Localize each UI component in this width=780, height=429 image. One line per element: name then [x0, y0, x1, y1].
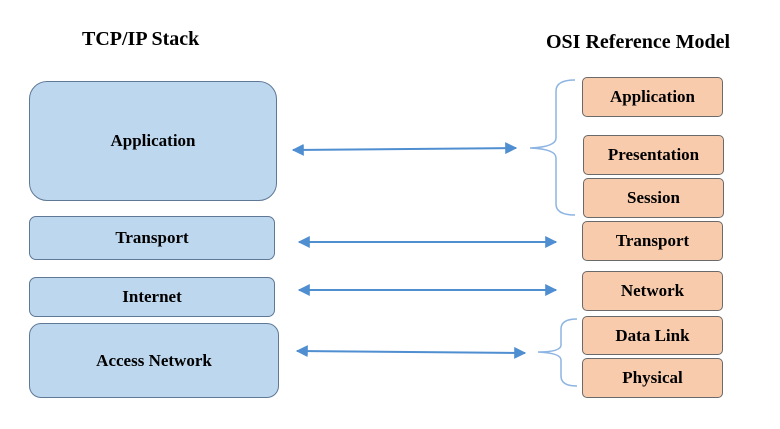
osi-layer-physical: Physical	[582, 358, 723, 398]
access-network-group-brace	[537, 318, 578, 387]
osi-layer-transport-label: Transport	[615, 231, 690, 250]
osi-layer-session: Session	[583, 178, 724, 218]
tcp-layer-internet-label: Internet	[122, 287, 182, 306]
osi-layer-application-label: Application	[609, 87, 696, 106]
application-group-brace	[529, 79, 576, 216]
tcp-layer-access-network: Access Network	[29, 323, 279, 398]
tcp-ip-stack-title: TCP/IP Stack	[82, 28, 200, 50]
tcp-layer-transport-label: Transport	[115, 228, 189, 247]
tcp-layer-transport: Transport	[29, 216, 275, 260]
osi-layer-network: Network	[582, 271, 723, 311]
osi-layer-presentation: Presentation	[583, 135, 724, 175]
osi-layer-physical-label: Physical	[622, 368, 683, 387]
osi-layer-presentation-label: Presentation	[607, 145, 700, 164]
osi-layer-session-label: Session	[627, 188, 680, 207]
osi-layer-network-label: Network	[620, 281, 685, 300]
application-mapping-arrow	[291, 142, 518, 156]
tcp-layer-application-label: Application	[110, 131, 196, 150]
osi-layer-application: Application	[582, 77, 723, 117]
access-network-mapping-arrow	[295, 345, 527, 359]
osi-layer-transport: Transport	[582, 221, 723, 261]
osi-layer-data-link: Data Link	[582, 316, 723, 355]
tcp-layer-application: Application	[29, 81, 277, 201]
tcp-layer-internet: Internet	[29, 277, 275, 317]
tcp-layer-access-network-label: Access Network	[96, 350, 212, 370]
osi-layer-data-link-label: Data Link	[615, 325, 690, 345]
osi-model-title: OSI Reference Model	[546, 31, 731, 53]
